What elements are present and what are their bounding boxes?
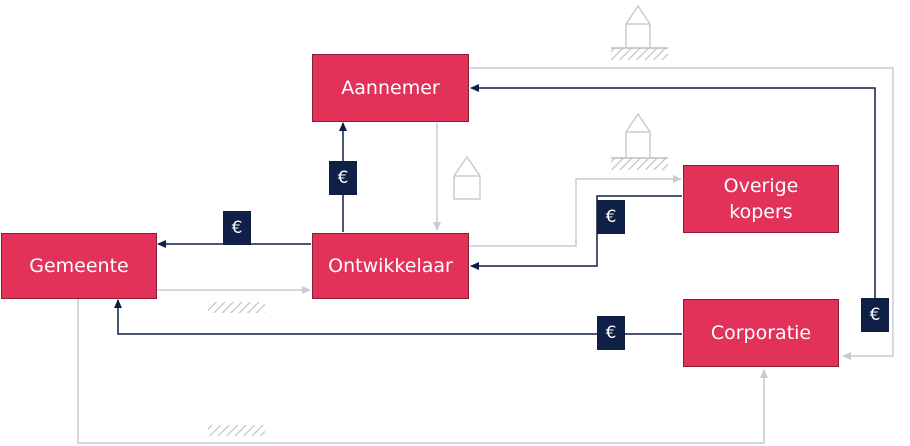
land-hatch-icon <box>611 47 668 60</box>
money-badge: € <box>597 316 625 350</box>
house-icon <box>625 4 651 48</box>
euro-symbol: € <box>869 305 881 325</box>
euro-symbol: € <box>337 168 349 188</box>
land-hatch-icon <box>611 157 668 170</box>
euro-symbol: € <box>231 218 243 238</box>
flow-aannemer-to-corporatie <box>469 67 894 360</box>
flow-ontwikkelaar-to-overige-kopers <box>469 175 682 247</box>
actor-label: Overige kopers <box>723 175 799 223</box>
euro-symbol: € <box>605 323 617 343</box>
actor-corporatie: Corporatie <box>683 299 839 367</box>
land-hatch-icon <box>208 302 265 313</box>
money-badge: € <box>329 161 357 195</box>
land-hatch-icon <box>208 425 265 436</box>
money-corporatie-to-aannemer <box>470 84 876 316</box>
actor-label: Ontwikkelaar <box>328 255 453 277</box>
money-corporatie-to-gemeente <box>114 299 682 335</box>
actor-gemeente: Gemeente <box>1 233 157 299</box>
money-badge: € <box>223 211 251 245</box>
actor-aannemer: Aannemer <box>312 54 469 122</box>
actor-label: Corporatie <box>710 322 812 344</box>
house-icon <box>453 155 481 200</box>
money-badge: € <box>861 298 889 332</box>
flow-gemeente-to-corporatie <box>77 299 768 444</box>
actor-ontwikkelaar: Ontwikkelaar <box>312 233 469 299</box>
euro-symbol: € <box>605 207 617 227</box>
money-badge: € <box>597 200 625 234</box>
actor-overige-kopers: Overige kopers <box>683 165 839 233</box>
flow-lines <box>77 67 894 444</box>
actor-label: Gemeente <box>29 255 129 277</box>
house-icon <box>625 112 651 158</box>
actor-label: Aannemer <box>341 77 440 99</box>
